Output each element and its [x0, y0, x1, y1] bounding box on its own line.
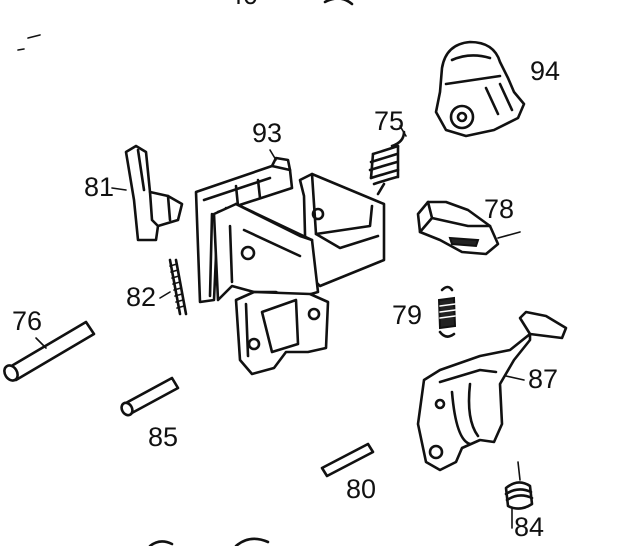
label-80: 80: [346, 474, 376, 504]
label-94: 94: [530, 56, 560, 86]
label-76: 76: [12, 306, 42, 336]
part-87-trigger: [416, 310, 568, 472]
part-75-spring: [368, 130, 406, 196]
label-top-partial: 40: [228, 0, 258, 10]
part-94-hammer: [434, 40, 526, 138]
label-93: 93: [252, 118, 282, 148]
label-82: 82: [126, 282, 156, 312]
part-84-spring: [504, 461, 534, 529]
top-edge-fragments: [17, 0, 354, 51]
part-76-pin: [3, 320, 96, 382]
label-78: 78: [484, 194, 514, 224]
part-82-spring: [168, 258, 188, 316]
part-81-lever: [124, 144, 184, 242]
label-87: 87: [528, 364, 558, 394]
label-81: 81: [84, 172, 114, 202]
label-75: 75: [374, 106, 404, 136]
part-80-pin: [320, 442, 375, 478]
leader-lines: [35, 125, 525, 381]
part-85-pin: [120, 376, 180, 417]
part-93-housing: [194, 156, 386, 376]
label-84: 84: [514, 512, 544, 542]
label-79: 79: [392, 300, 422, 330]
part-79-spring: [437, 285, 457, 338]
label-85: 85: [148, 422, 178, 452]
part-78-sear: [416, 200, 500, 256]
bottom-edge-fragments: [148, 537, 270, 548]
